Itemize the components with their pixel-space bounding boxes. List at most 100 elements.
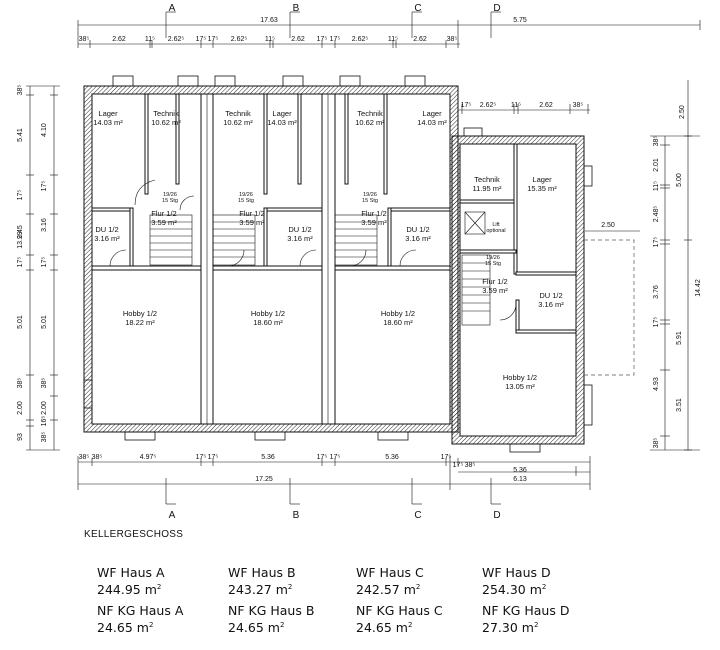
dim-top-detail: 2.62 [291, 36, 305, 43]
drawing-title: KELLERGESCHOSS [84, 529, 184, 540]
room-area: 3.16 m² [287, 234, 313, 243]
stair-rise-run: 19/26 [239, 192, 253, 198]
room-area: 3.16 m² [538, 300, 564, 309]
stair-rise-run: 19/26 [163, 192, 177, 198]
dimension-lines-bottom [77, 456, 591, 505]
dim-house-d-top: 11⁵ [511, 102, 521, 109]
dim-left-outer: 38⁵ [17, 378, 24, 389]
stair-step-count: 15 Stg [485, 261, 501, 267]
section-marker-c-bottom: C [414, 510, 421, 520]
dim-left-outer: 2.00 [17, 401, 24, 415]
room-name: Technik [357, 109, 383, 118]
room-area: 14.03 m² [93, 118, 123, 127]
room-area: 3.59 m² [482, 286, 508, 295]
dim-left-outer: 2.45 [17, 225, 24, 239]
wf-label-a: WF Haus A [97, 565, 165, 580]
dim-bottom-detail: 5.36 [261, 454, 275, 461]
wf-label-d: WF Haus D [482, 565, 551, 580]
dim-top-detail: 2.62⁵ [168, 36, 185, 43]
dim-top-detail: 2.62⁵ [231, 36, 248, 43]
room-area: 3.59 m² [151, 218, 177, 227]
dim-left-outer: 93 [17, 433, 24, 441]
dim-bottom-detail: 17⁵ [453, 462, 464, 469]
dim-bottom-detail: 17⁵ [208, 454, 219, 461]
nf-value-d: 27.30 m [482, 620, 534, 636]
room-area: 10.62 m² [223, 118, 253, 127]
dim-top-detail: 17⁵ [208, 36, 219, 43]
unit-sup: 2 [415, 583, 421, 591]
dim-right: 2.50 [679, 105, 686, 119]
dim-left-inner: 5.01 [41, 315, 48, 329]
room-name: Hobby 1/2 [381, 309, 415, 318]
room-area: 15.35 m² [527, 184, 557, 193]
nf-value-a: 24.65 m [97, 620, 149, 636]
dim-left-outer: 5.41 [17, 128, 24, 142]
stair-step-count: 15 Stg [238, 198, 254, 204]
dim-right: 38⁵ [653, 438, 660, 449]
room-area: 10.62 m² [151, 118, 181, 127]
stat-haus-d: WF Haus D 254.30 m2 NF KG Haus D 27.30 m… [482, 566, 569, 635]
unit-sup: 2 [407, 621, 413, 630]
dim-top-detail: 2.62 [413, 36, 427, 43]
dim-bottom-detail: 38⁵ [79, 454, 90, 461]
room-area: 14.03 m² [267, 118, 297, 127]
section-marker-a-top: A [169, 3, 176, 14]
dim-top-overall: 17.63 [260, 17, 278, 24]
dim-bottom-detail: 17⁵ [317, 454, 328, 461]
nf-label-c: NF KG Haus C [356, 603, 443, 619]
section-marker-b-top: B [293, 3, 300, 14]
room-name: DU 1/2 [288, 225, 311, 234]
dim-house-d-top: 17⁵ [461, 102, 472, 109]
room-area: 11.95 m² [472, 184, 502, 193]
room-name: Lager [98, 109, 118, 118]
dim-terrace-width: 2.50 [601, 222, 615, 229]
stat-haus-b: WF Haus B 243.27 m2 NF KG Haus B 24.65 m… [228, 566, 314, 635]
stat-haus-c: WF Haus C 242.57 m2 NF KG Haus C 24.65 m… [356, 566, 443, 635]
room-name: Lager [422, 109, 442, 118]
dim-top-house-d: 5.75 [513, 17, 527, 24]
unit-sup: 2 [287, 583, 293, 591]
dim-top-detail: 17⁵ [317, 36, 328, 43]
dim-left-inner: 2.00 [41, 401, 48, 415]
dim-left-inner: 38⁵ [41, 378, 48, 389]
dim-left-inner: 17⁵ [41, 257, 48, 268]
nf-value-b: 24.65 m [228, 620, 280, 636]
room-area: 13.05 m² [505, 382, 535, 391]
dim-top-detail: 11⁵ [265, 36, 275, 43]
dim-left-outer: 13.99 [17, 231, 24, 249]
room-area: 14.03 m² [417, 118, 447, 127]
nf-label-b: NF KG Haus B [228, 603, 315, 619]
unit-sup: 2 [279, 621, 285, 630]
room-name: Hobby 1/2 [123, 309, 157, 318]
lift-optional-label: optional [486, 228, 505, 234]
unit-sup: 2 [533, 621, 539, 630]
dim-bottom-detail: 17⁵ [196, 454, 207, 461]
dim-bottom-detail: 17⁵ [330, 454, 341, 461]
nf-label-a: NF KG Haus A [97, 603, 184, 619]
building-walls [83, 75, 635, 453]
dim-bottom-detail: 38⁵ [465, 462, 476, 469]
room-area: 18.22 m² [125, 318, 155, 327]
dim-right: 38⁵ [653, 136, 660, 147]
unit-sup: 2 [148, 621, 154, 630]
section-marker-d-bottom: D [493, 510, 500, 520]
room-area: 3.59 m² [361, 218, 387, 227]
dim-right: 5.00 [676, 173, 683, 187]
dim-top-detail: 38⁵ [447, 36, 458, 43]
section-marker-d-top: D [493, 3, 500, 14]
room-name: DU 1/2 [95, 225, 118, 234]
stat-haus-a: WF Haus A 244.95 m2 NF KG Haus A 24.65 m… [97, 566, 183, 635]
stair-step-count: 15 Stg [162, 198, 178, 204]
dim-right: 5.91 [676, 331, 683, 345]
dim-bottom-detail: 5.36 [385, 454, 399, 461]
room-area: 10.62 m² [355, 118, 385, 127]
dim-right: 3.51 [676, 398, 683, 412]
dim-left-outer: 17⁵ [17, 190, 24, 201]
wf-value-c: 242.57 m [356, 582, 416, 598]
room-name: Technik [225, 109, 251, 118]
room-name: Flur 1/2 [151, 209, 176, 218]
dim-top-detail: 17⁵ [196, 36, 207, 43]
room-name: Lager [532, 175, 552, 184]
section-marker-a-bottom: A [169, 510, 176, 520]
